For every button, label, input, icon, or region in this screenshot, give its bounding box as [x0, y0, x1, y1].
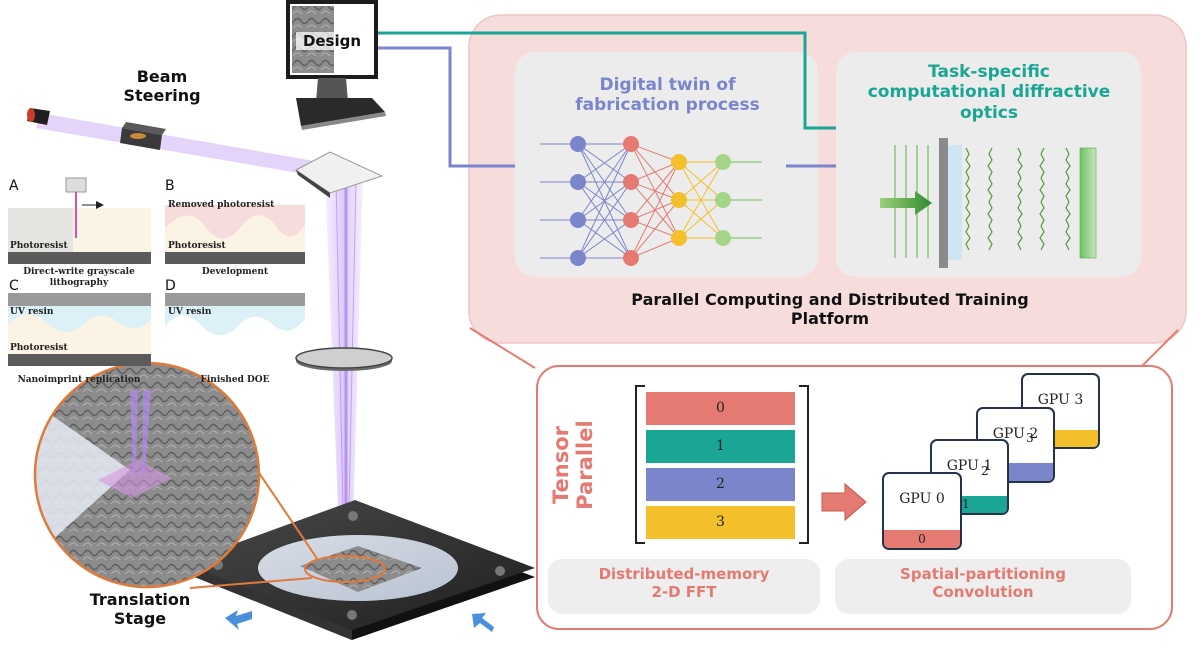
conv-line-2: Convolution — [932, 583, 1034, 601]
zoom-inset — [33, 361, 319, 589]
platform-title: Parallel Computing and Distributed Train… — [631, 290, 1029, 329]
panel-c-uv: UV resin — [10, 307, 54, 317]
translation-stage-label: Translation Stage — [89, 590, 191, 629]
conv-line-1: Spatial-partitioning — [900, 565, 1066, 583]
gpu-2-tag: 2 — [981, 464, 989, 478]
mirror — [295, 151, 384, 198]
panel-a-photoresist: Photoresist — [10, 241, 68, 251]
panel-d-caption: Finished DOE — [200, 375, 270, 385]
teal-connector — [378, 31, 836, 130]
modulator-box — [120, 122, 166, 150]
translation-stage — [182, 500, 535, 640]
panel-b-removed: Removed photoresist — [168, 200, 275, 210]
process-panel-a — [8, 177, 151, 264]
fft-line-1: Distributed-memory — [598, 565, 770, 583]
gpu-1-tag: 1 — [962, 497, 970, 511]
matrix-bracket-right — [799, 385, 809, 544]
laser-source — [27, 108, 50, 125]
gpu-card-0 — [882, 472, 962, 550]
fft-caption: Distributed-memory 2-D FFT — [548, 565, 820, 601]
panel-c-caption: Nanoimprint replication — [17, 375, 141, 385]
tensor-parallel-title: Tensor Parallel — [549, 420, 639, 510]
gpu-3-tag: 3 — [1026, 431, 1034, 445]
tensor-block-2-label: 2 — [716, 476, 725, 492]
panel-d-letter: D — [165, 278, 176, 294]
tensor-block-3 — [646, 506, 795, 539]
matrix-bracket-left — [635, 385, 645, 544]
design-label: Design — [296, 32, 368, 50]
process-panel-c — [8, 293, 151, 366]
fft-label-box — [548, 559, 820, 614]
tensor-word: Tensor — [549, 426, 573, 505]
panel-a-letter: A — [9, 178, 19, 194]
panel-b-letter: B — [165, 178, 175, 194]
design-monitor — [286, 0, 386, 130]
tensor-block-2 — [646, 468, 795, 501]
neural-network — [540, 136, 762, 266]
gpu-3-name: GPU 3 — [1037, 392, 1084, 408]
gpu-0-tag: 0 — [918, 532, 926, 546]
purple-connector — [378, 46, 515, 168]
panel-d-uv: UV resin — [168, 307, 212, 317]
tensor-block-0 — [646, 392, 795, 425]
gpu-2-name: GPU 2 — [992, 426, 1039, 442]
lens — [295, 347, 393, 371]
diffractive-optics-illustration — [880, 138, 1097, 268]
conv-caption: Spatial-partitioning Convolution — [835, 565, 1131, 601]
partition-arrow — [821, 482, 867, 522]
process-panel-b — [165, 205, 305, 264]
panel-b-caption: Development — [201, 267, 269, 277]
fft-line-2: 2-D FFT — [651, 583, 717, 601]
tensor-block-1 — [646, 430, 795, 463]
panel-b-photoresist: Photoresist — [168, 241, 226, 251]
tensor-block-3-label: 3 — [716, 514, 725, 530]
digital-twin-panel — [515, 52, 818, 277]
parallel-word: Parallel — [573, 420, 598, 510]
beam-steering-label: Beam Steering — [123, 67, 201, 106]
panel-c-letter: C — [9, 278, 19, 294]
panel-a-caption: Direct-write grayscale lithography — [23, 267, 135, 288]
gpu-1-name: GPU 1 — [946, 458, 993, 474]
tensor-block-0-label: 0 — [716, 400, 725, 416]
gpu-0-name: GPU 0 — [899, 491, 945, 507]
process-panel-d — [165, 293, 305, 336]
conv-label-box — [835, 559, 1131, 614]
panel-c-photoresist: Photoresist — [10, 343, 68, 353]
digital-twin-title: Digital twin of fabrication process — [575, 75, 760, 116]
tensor-block-1-label: 1 — [716, 438, 725, 454]
task-specific-title: Task-specific computational diffractive … — [867, 62, 1111, 123]
